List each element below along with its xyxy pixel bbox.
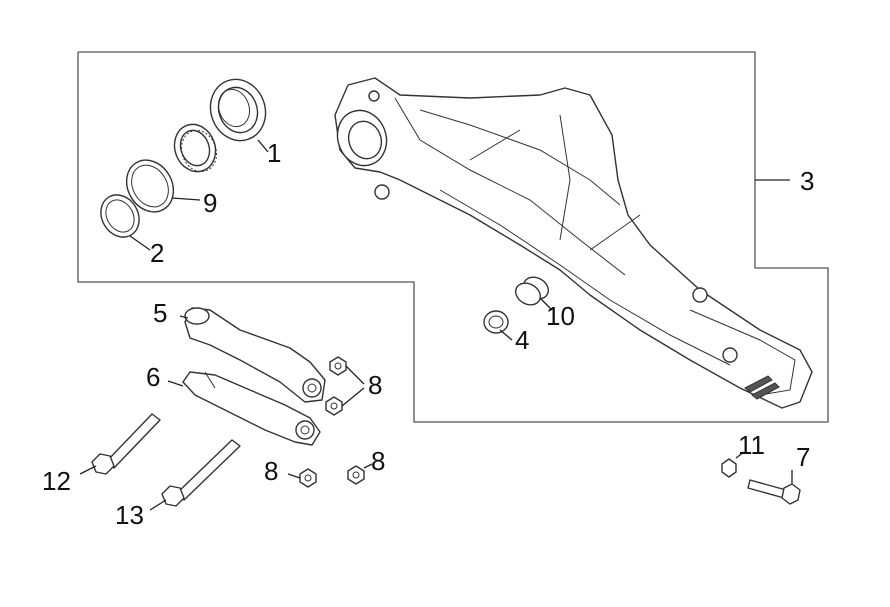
- part-8-nut-lower: [325, 396, 343, 416]
- callout-3: 3: [800, 166, 814, 196]
- part-11-nut: [721, 458, 737, 478]
- part-4-washer: [483, 310, 509, 334]
- part-5-bracket: [184, 307, 326, 403]
- callout-4: 4: [515, 325, 529, 355]
- callout-8-left: 8: [264, 456, 278, 486]
- callout-9: 9: [203, 188, 217, 218]
- callout-6: 6: [146, 362, 160, 392]
- part-6-bracket: [182, 371, 321, 446]
- part-10-bushing: [514, 276, 550, 306]
- part-13-bolt: [161, 439, 241, 507]
- callout-5: 5: [153, 298, 167, 328]
- leader-lines: [79, 139, 793, 511]
- part-8-nut-mid-left: [299, 468, 317, 488]
- callout-8-right: 8: [371, 446, 385, 476]
- part-9-bearing: [173, 123, 218, 173]
- bearing-race-ring: [125, 159, 175, 213]
- callout-10: 10: [546, 301, 575, 331]
- callout-12: 12: [42, 466, 71, 496]
- part-3-swingarm: [334, 77, 813, 409]
- part-12-bolt: [91, 413, 161, 475]
- callout-2: 2: [150, 238, 164, 268]
- assembly-outline: [77, 51, 829, 423]
- part-1-seal: [209, 78, 267, 142]
- callout-1: 1: [267, 138, 281, 168]
- part-2-ring: [100, 194, 140, 238]
- callout-13: 13: [115, 500, 144, 530]
- callout-11: 11: [738, 430, 765, 460]
- part-8-nut-upper: [329, 356, 347, 376]
- callout-7: 7: [796, 442, 810, 472]
- part-8-nut-mid-right: [347, 465, 365, 485]
- callout-8-upper: 8: [368, 370, 382, 400]
